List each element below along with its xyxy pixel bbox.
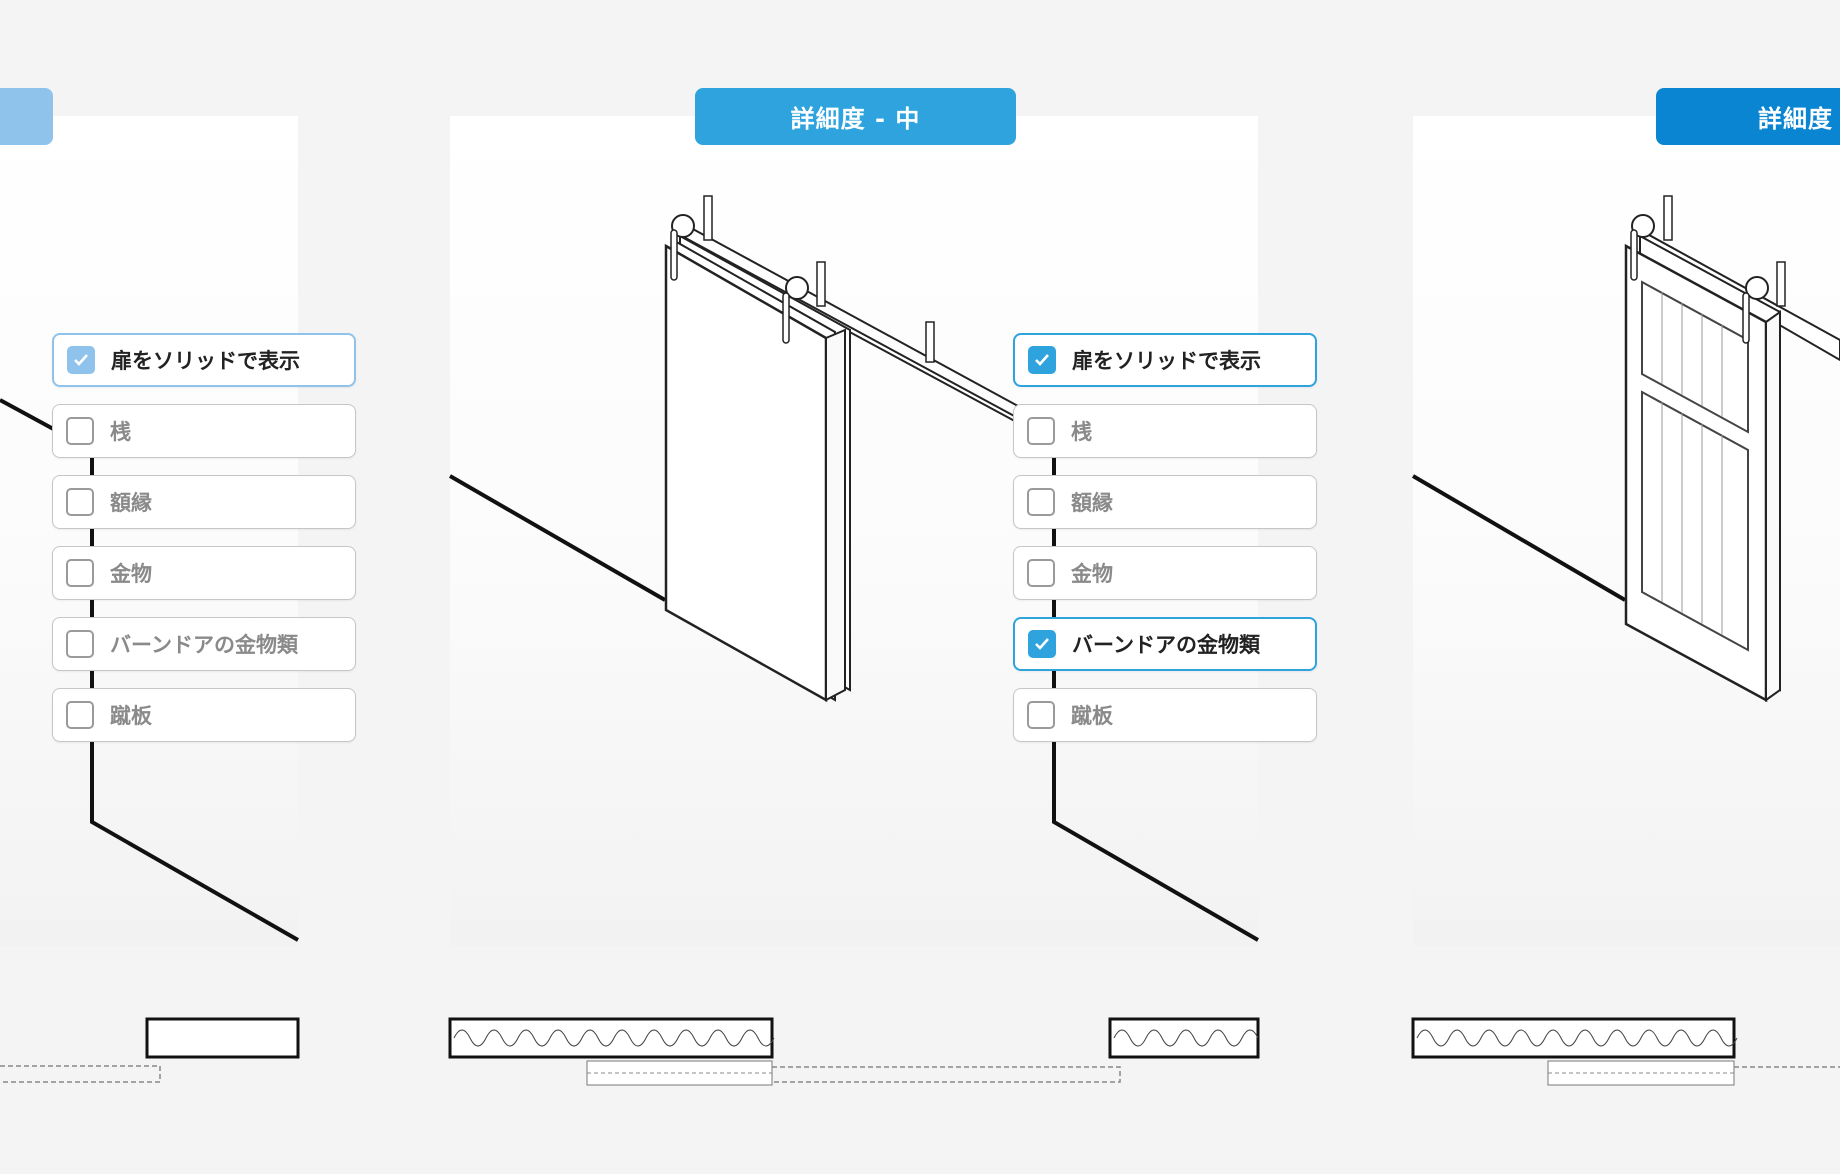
detail-level-tab[interactable]: 詳細度 - 中	[695, 88, 1016, 145]
checkmark-icon	[74, 354, 88, 366]
drawing-sheet	[450, 116, 1258, 946]
checkbox[interactable]	[66, 488, 94, 516]
option-rail[interactable]: 桟	[52, 404, 356, 458]
checkbox[interactable]	[1027, 488, 1055, 516]
option-label: 額縁	[110, 491, 152, 515]
option-label: 額縁	[1071, 491, 1113, 515]
detail-level-tab[interactable]	[0, 88, 53, 145]
option-solid-door[interactable]: 扉をソリッドで表示	[1013, 333, 1317, 387]
panel-right: 詳細度 -	[1400, 0, 1840, 1174]
option-barn-door-hardware[interactable]: バーンドアの金物類	[1013, 617, 1317, 671]
option-hardware[interactable]: 金物	[52, 546, 356, 600]
checkbox[interactable]	[66, 701, 94, 729]
option-label: 蹴板	[110, 704, 152, 728]
checkbox[interactable]	[1027, 559, 1055, 587]
option-label: 桟	[110, 420, 131, 444]
option-frame[interactable]: 額縁	[1013, 475, 1317, 529]
door-illustration	[1411, 195, 1840, 1086]
checkbox[interactable]	[1028, 630, 1056, 658]
detail-level-tab[interactable]: 詳細度 -	[1656, 88, 1840, 145]
checkmark-icon	[1035, 354, 1049, 366]
checkmark-icon	[1035, 638, 1049, 650]
checkbox[interactable]	[67, 346, 95, 374]
option-label: バーンドアの金物類	[110, 633, 298, 657]
option-label: 桟	[1071, 420, 1092, 444]
checkbox[interactable]	[66, 417, 94, 445]
checkbox[interactable]	[66, 630, 94, 658]
door-illustration	[448, 195, 1260, 1086]
option-rail[interactable]: 桟	[1013, 404, 1317, 458]
option-label: 扉をソリッドで表示	[111, 349, 300, 373]
panel-middle: 詳細度 - 中 扉をソリッドで表示	[440, 0, 1340, 1174]
panel-left: 扉をソリッドで表示 桟 額縁 金物 バーンドアの金物類 蹴板	[0, 0, 360, 1174]
option-kickplate[interactable]: 蹴板	[52, 688, 356, 742]
option-solid-door[interactable]: 扉をソリッドで表示	[52, 333, 356, 387]
option-label: 金物	[1071, 562, 1113, 586]
checkbox[interactable]	[66, 559, 94, 587]
checkbox[interactable]	[1028, 346, 1056, 374]
option-label: バーンドアの金物類	[1072, 633, 1260, 657]
option-label: 金物	[110, 562, 152, 586]
option-barn-door-hardware[interactable]: バーンドアの金物類	[52, 617, 356, 671]
checkbox[interactable]	[1027, 701, 1055, 729]
option-kickplate[interactable]: 蹴板	[1013, 688, 1317, 742]
checkbox[interactable]	[1027, 417, 1055, 445]
option-label: 扉をソリッドで表示	[1072, 349, 1261, 373]
drawing-sheet	[0, 116, 298, 946]
option-hardware[interactable]: 金物	[1013, 546, 1317, 600]
option-label: 蹴板	[1071, 704, 1113, 728]
option-frame[interactable]: 額縁	[52, 475, 356, 529]
